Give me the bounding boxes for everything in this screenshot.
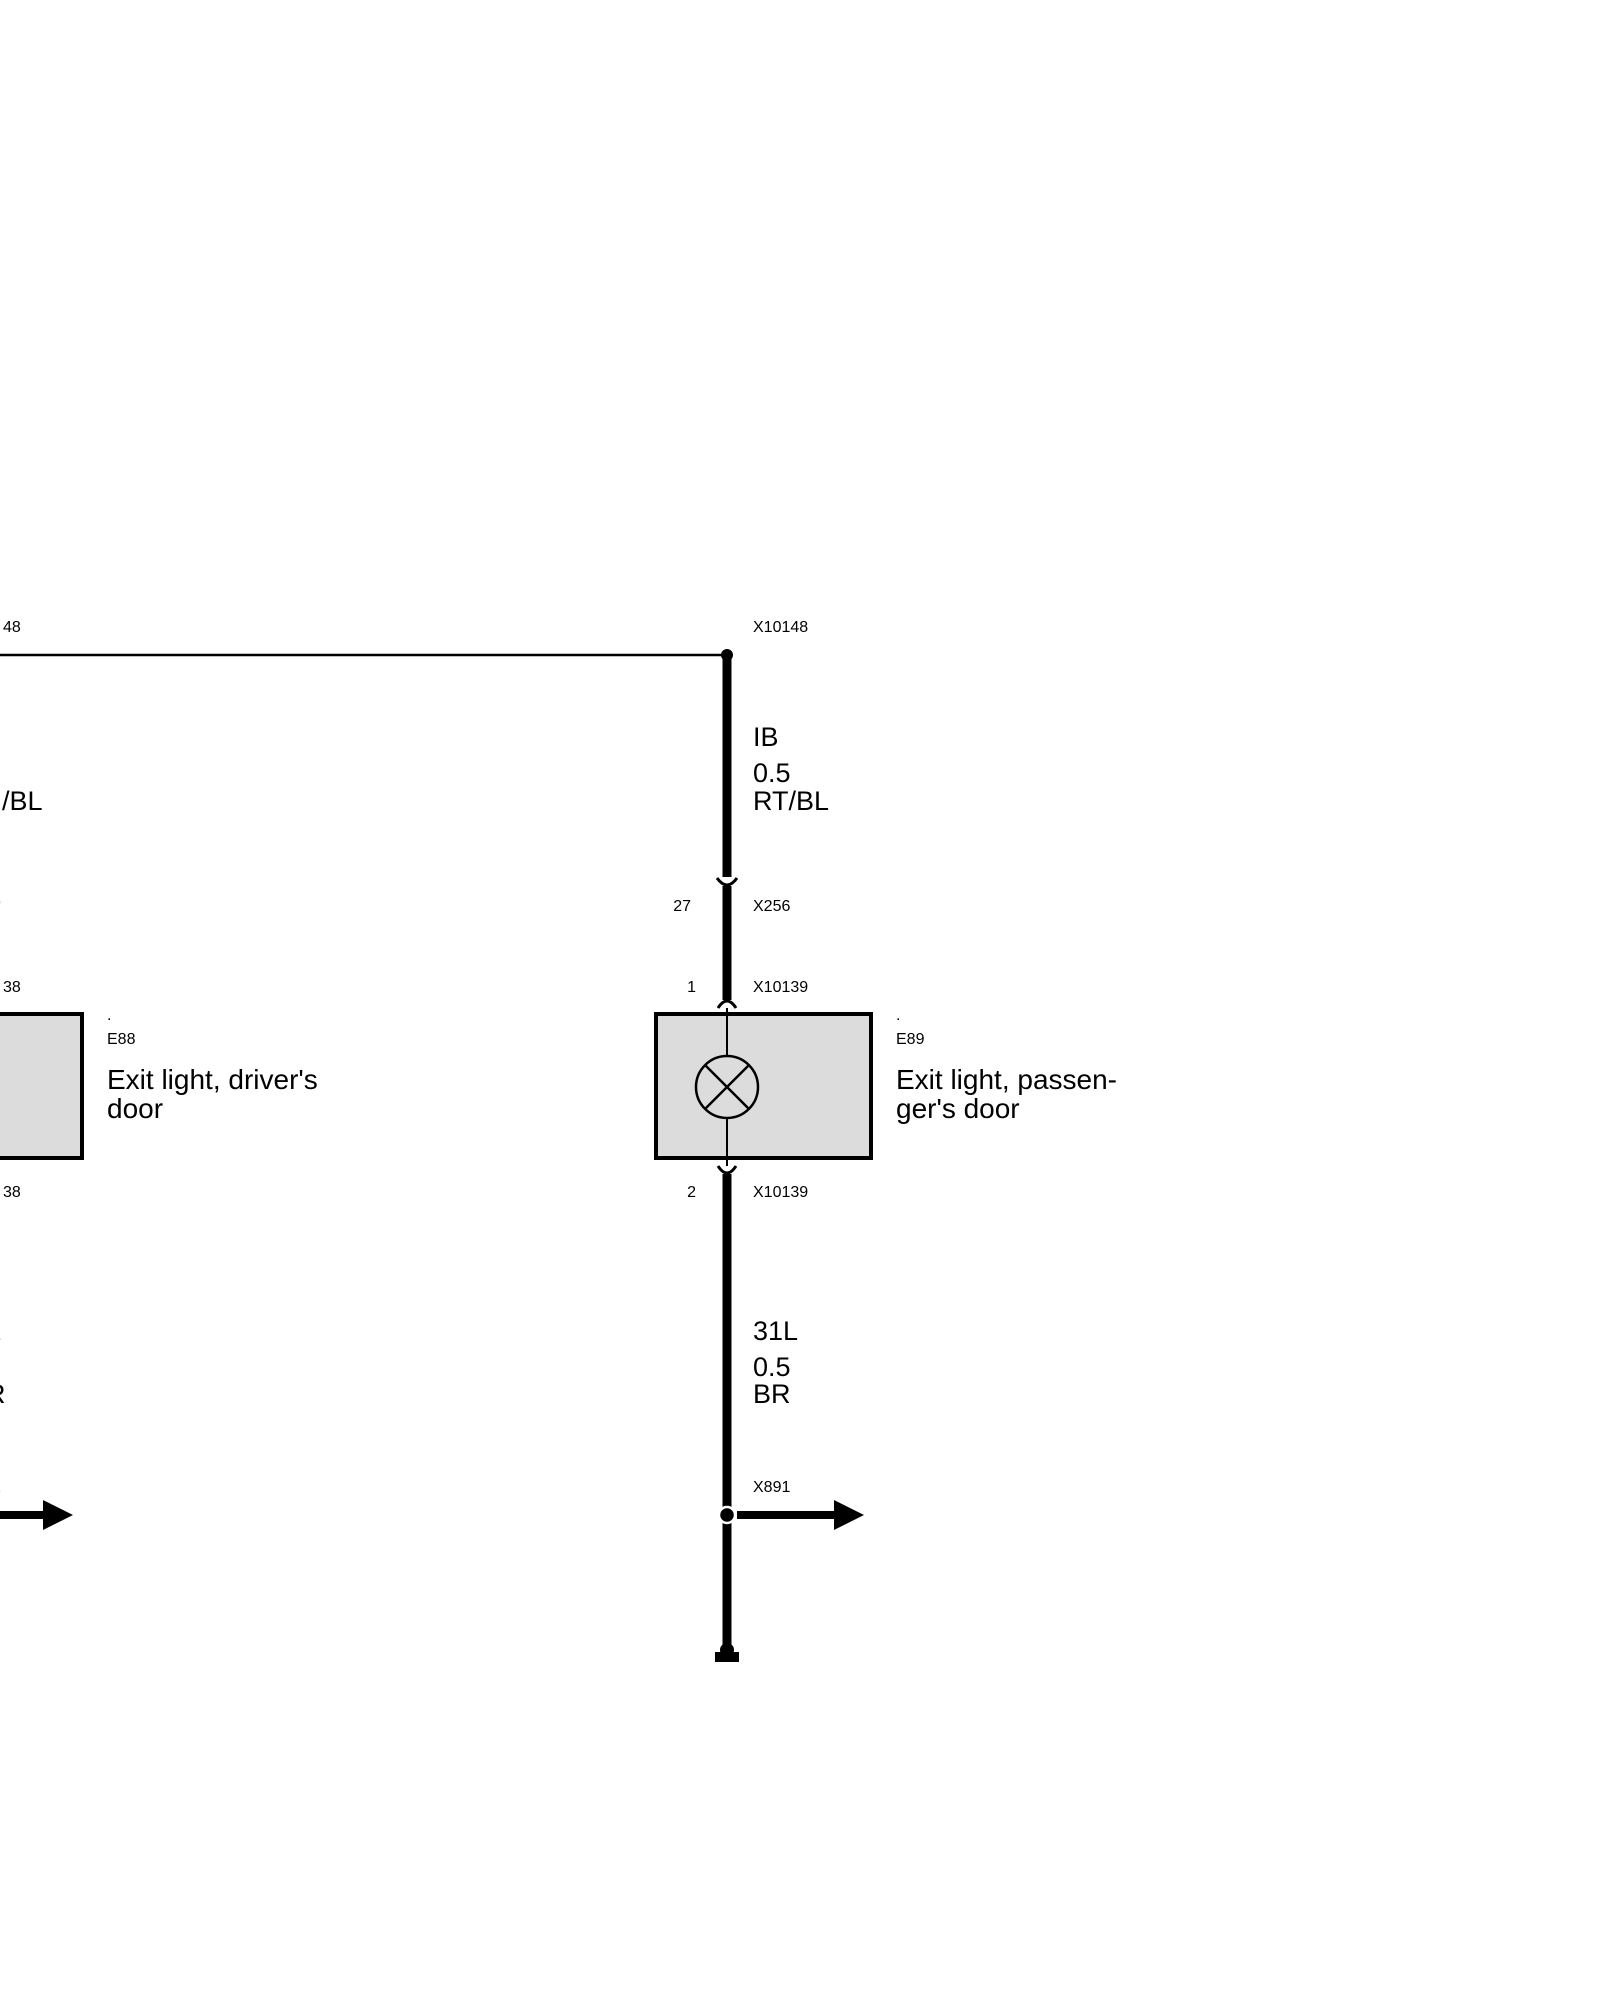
- left-ground-color-label: R: [0, 1379, 6, 1409]
- component-e89-id: E89: [896, 1031, 925, 1048]
- component-e88-id: E88: [107, 1031, 136, 1048]
- left-arrow-connector-label: 1: [0, 1479, 1, 1496]
- left-ground-wire-label: L: [0, 1316, 1, 1346]
- x256-id-label: X256: [753, 898, 790, 915]
- component-e88-dot: .: [107, 1007, 111, 1024]
- x891-connector-label: X891: [753, 1479, 790, 1496]
- x890-arrow-icon: [43, 1500, 73, 1530]
- component-e89-name-line1: Exit light, passen-: [896, 1064, 1117, 1095]
- left-x256-label: 6: [0, 893, 1, 910]
- left-circuit: [0, 1012, 84, 1530]
- component-box-e89: [654, 1012, 873, 1160]
- x256-connector-icon: [715, 877, 739, 887]
- left-wire-color-label: /BL: [2, 786, 43, 816]
- supply-wire-circuit-label: IB: [753, 722, 779, 752]
- left-connector-upper-label: 38: [3, 979, 21, 996]
- x891-arrow-icon: [834, 1500, 864, 1530]
- left-ground-size-label: 5: [0, 1352, 1, 1382]
- ground-wire-size-label: 0.5: [753, 1352, 791, 1382]
- component-box-e88: [0, 1012, 84, 1160]
- left-connector-lower-label: 38: [3, 1184, 21, 1201]
- supply-wire-color-label: RT/BL: [753, 786, 829, 816]
- x10139-upper-id-label: X10139: [753, 979, 808, 996]
- left-top-connector-label: 48: [3, 619, 21, 636]
- top-connector-x10148-label: X10148: [753, 619, 808, 636]
- ground-icon: [715, 1643, 739, 1662]
- component-e89-name-line2: ger's door: [896, 1093, 1020, 1124]
- x10139-pin1-connector-icon: [716, 999, 738, 1009]
- splice-x891-dot: [717, 1505, 737, 1525]
- x10139-pin1-label: 1: [687, 979, 696, 996]
- left-wire-size-label: 5: [0, 758, 1, 788]
- x10139-lower-id-label: X10139: [753, 1184, 808, 1201]
- x256-pin-label: 27: [673, 898, 691, 915]
- supply-wire-size-label: 0.5: [753, 758, 791, 788]
- ground-wire-color-label: BR: [753, 1379, 791, 1409]
- component-e88-name-line2: door: [107, 1093, 163, 1124]
- x10139-pin2-label: 2: [687, 1184, 696, 1201]
- right-circuit: [654, 649, 873, 1662]
- x10139-pin2-connector-icon: [716, 1165, 738, 1175]
- component-e88-name-line1: Exit light, driver's: [107, 1064, 318, 1095]
- ground-wire-circuit-label: 31L: [753, 1316, 798, 1346]
- component-e89-dot: .: [896, 1007, 900, 1024]
